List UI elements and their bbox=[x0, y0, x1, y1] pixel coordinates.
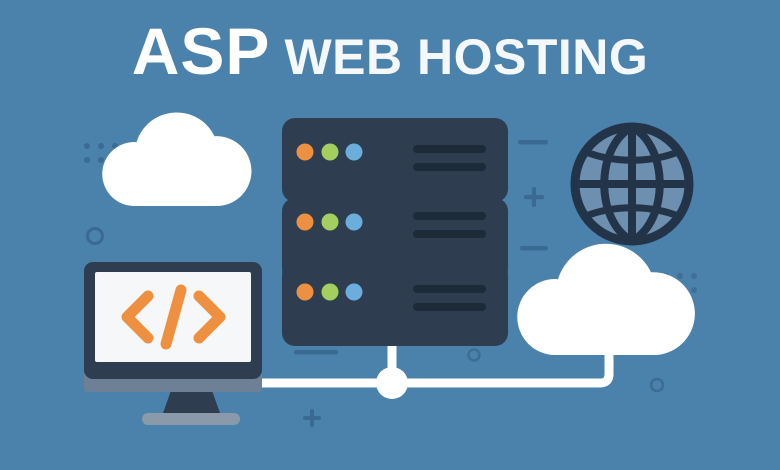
title-primary: ASP bbox=[131, 14, 271, 88]
plus-bottom-left bbox=[303, 409, 321, 427]
connector-node bbox=[376, 367, 408, 399]
server-unit-middle bbox=[282, 198, 508, 282]
led-blue bbox=[345, 283, 363, 301]
ring-left bbox=[86, 227, 104, 245]
led-orange bbox=[296, 213, 314, 231]
led-blue bbox=[345, 213, 363, 231]
plus-right bbox=[524, 187, 544, 207]
server-stack bbox=[282, 118, 508, 346]
led-orange bbox=[296, 283, 314, 301]
dash-mid-right bbox=[520, 246, 548, 251]
title-secondary: WEB HOSTING bbox=[284, 29, 649, 85]
monitor-base bbox=[142, 413, 240, 425]
server-unit-bottom bbox=[282, 262, 508, 346]
dash-center-left bbox=[294, 350, 338, 355]
ring-bottom-right bbox=[649, 377, 665, 393]
globe bbox=[570, 122, 694, 246]
led-green bbox=[321, 213, 339, 231]
led-blue bbox=[345, 143, 363, 161]
led-green bbox=[321, 283, 339, 301]
ring-center bbox=[467, 348, 481, 362]
server-unit-top bbox=[282, 118, 508, 202]
cloud-left bbox=[102, 112, 252, 206]
dash-upper-right bbox=[518, 140, 548, 145]
cloud-right bbox=[517, 243, 695, 355]
code-monitor bbox=[84, 262, 262, 425]
led-orange bbox=[296, 143, 314, 161]
led-green bbox=[321, 143, 339, 161]
code-symbol bbox=[121, 284, 226, 350]
